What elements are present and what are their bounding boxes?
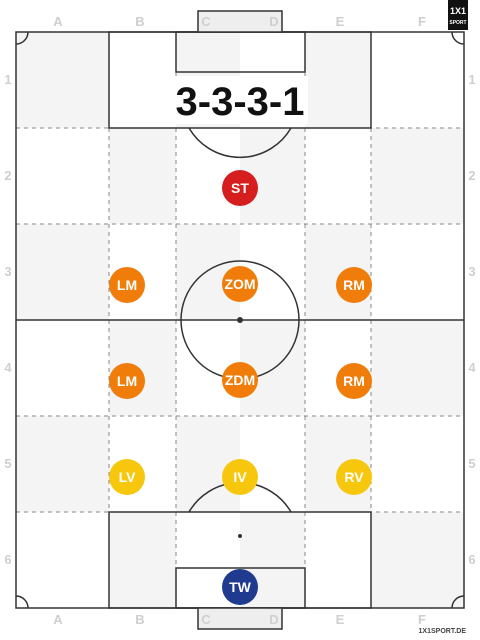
pitch-cell [371, 320, 464, 416]
row-label-4-right: 4 [468, 360, 476, 375]
player-iv-label: IV [233, 469, 247, 485]
pitch-cell [109, 128, 176, 224]
corner-arc-tl [15, 31, 29, 45]
pitch-cell [371, 128, 464, 224]
column-labels-bottom: A B C D E F [53, 612, 426, 627]
pitch-cell [305, 512, 371, 608]
pitch-cell [109, 512, 176, 608]
player-lv-label: LV [119, 469, 137, 485]
pitch-markings [15, 10, 465, 630]
player-st[interactable]: ST [222, 170, 258, 206]
pitch-cell [16, 128, 109, 224]
row-label-6-left: 6 [4, 552, 11, 567]
row-label-3-right: 3 [468, 264, 475, 279]
col-label-f-top: F [418, 14, 426, 29]
player-zdm-label: ZDM [225, 372, 255, 388]
pitch-cells [16, 32, 464, 608]
pitch-cell [371, 512, 464, 608]
pitch-cell [16, 416, 109, 512]
col-label-f-bottom: F [418, 612, 426, 627]
col-label-e-top: E [336, 14, 345, 29]
player-rv-label: RV [344, 469, 364, 485]
player-lm-lower-label: LM [117, 373, 137, 389]
player-lm-lower-marker [109, 363, 145, 399]
logo-line-2: SPORT [449, 20, 466, 26]
player-lv-marker [109, 459, 145, 495]
player-rm-lower-marker [336, 363, 372, 399]
top-goal [197, 10, 283, 33]
row-labels-right: 1 2 3 4 5 6 [468, 72, 476, 567]
row-labels-left: 1 2 3 4 5 6 [4, 72, 12, 567]
player-rm-upper[interactable]: RM [336, 267, 372, 303]
site-credit: 1X1SPORT.DE [419, 628, 467, 635]
corner-arc-br [451, 595, 465, 609]
col-label-a-top: A [53, 14, 63, 29]
logo-line-1: 1X1 [450, 6, 466, 16]
col-label-e-bottom: E [336, 612, 345, 627]
player-rv[interactable]: RV [336, 459, 372, 495]
player-iv-marker [222, 459, 258, 495]
player-lm-lower[interactable]: LM [109, 363, 145, 399]
pitch-cell [371, 416, 464, 512]
bottom-goal [197, 607, 283, 630]
corner-arc-tr [451, 31, 465, 45]
pitch-cell [109, 32, 176, 128]
pitch-cell [16, 224, 109, 320]
column-labels-top: A B C D E F [53, 14, 426, 29]
row-label-2-left: 2 [4, 168, 11, 183]
player-lm-upper[interactable]: LM [109, 267, 145, 303]
player-rm-lower[interactable]: RM [336, 363, 372, 399]
player-st-marker [222, 170, 258, 206]
player-rm-upper-label: RM [343, 277, 365, 293]
player-zdm-marker [222, 362, 258, 398]
player-st-label: ST [231, 180, 249, 196]
row-label-2-right: 2 [468, 168, 475, 183]
players-layer: ST LM ZOM RM LM ZDM RM LV IV RV TW [109, 170, 372, 605]
player-tw-marker [222, 569, 258, 605]
col-label-c-top: C [201, 14, 211, 29]
col-label-d-bottom: D [269, 612, 278, 627]
bottom-penalty-spot [238, 534, 242, 538]
player-rm-upper-marker [336, 267, 372, 303]
row-label-6-right: 6 [468, 552, 475, 567]
pitch-cell [305, 128, 371, 224]
player-rm-lower-label: RM [343, 373, 365, 389]
player-zom[interactable]: ZOM [222, 266, 258, 302]
pitch-cell [16, 320, 109, 416]
player-tw-label: TW [229, 579, 252, 595]
pitch-cell [371, 32, 464, 128]
brand-logo: 1X1 SPORT [448, 0, 468, 30]
formation-title: 3-3-3-1 [176, 80, 305, 124]
row-label-5-right: 5 [468, 456, 475, 471]
corner-arc-bl [15, 595, 29, 609]
row-label-3-left: 3 [4, 264, 11, 279]
player-zdm[interactable]: ZDM [222, 362, 258, 398]
player-zom-label: ZOM [224, 276, 255, 292]
col-label-d-top: D [269, 14, 278, 29]
pitch-cell [371, 224, 464, 320]
pitch-cell [16, 512, 109, 608]
row-label-1-right: 1 [468, 72, 475, 87]
player-tw[interactable]: TW [222, 569, 258, 605]
col-label-b-top: B [135, 14, 144, 29]
player-rv-marker [336, 459, 372, 495]
col-label-c-bottom: C [201, 612, 211, 627]
player-lm-upper-label: LM [117, 277, 137, 293]
player-zom-marker [222, 266, 258, 302]
row-label-1-left: 1 [4, 72, 11, 87]
player-lv[interactable]: LV [109, 459, 145, 495]
center-spot [237, 317, 243, 323]
player-lm-upper-marker [109, 267, 145, 303]
pitch-cell [305, 32, 371, 128]
pitch-cell [16, 32, 109, 128]
row-label-4-left: 4 [4, 360, 12, 375]
col-label-b-bottom: B [135, 612, 144, 627]
pitch-spots [237, 317, 243, 538]
col-label-a-bottom: A [53, 612, 63, 627]
top-penalty-arc [188, 127, 292, 159]
row-label-5-left: 5 [4, 456, 11, 471]
title-backdrop [172, 76, 308, 124]
player-iv[interactable]: IV [222, 459, 258, 495]
